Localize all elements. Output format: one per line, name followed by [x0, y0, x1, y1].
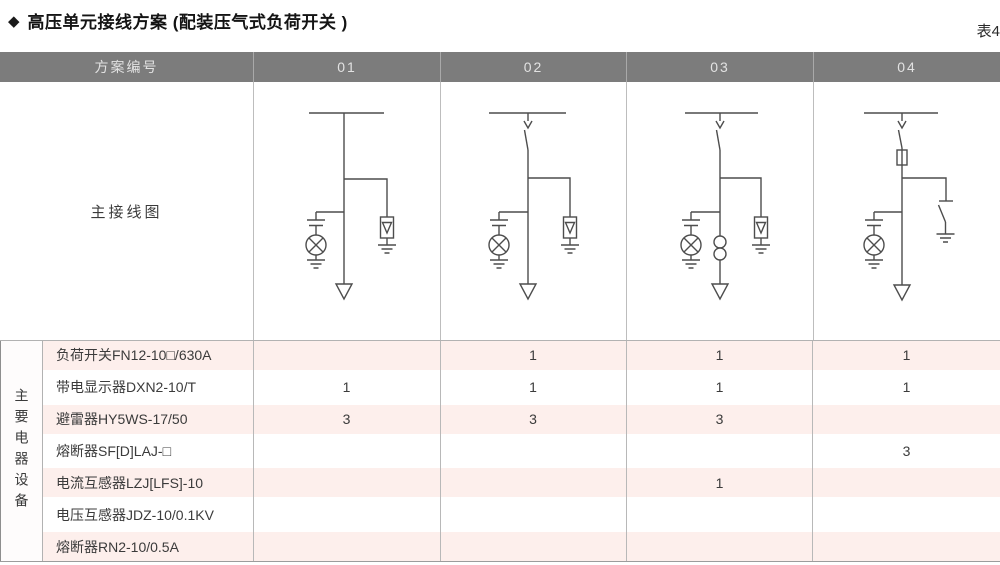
qty-scheme-04: 3	[902, 443, 911, 459]
qty-scheme-02	[440, 437, 626, 466]
equipment-name: 电流互感器LZJ[LFS]-10	[56, 474, 204, 491]
qty-scheme-02: 1	[529, 379, 537, 396]
table-row: 熔断器RN2-10/0.5A	[43, 532, 1000, 562]
main-wiring-diagram-row: 主接线图	[0, 82, 1000, 340]
surge-arrester-icon	[720, 177, 770, 254]
qty-scheme-02	[440, 468, 626, 497]
equipment-group-label: 主要电器设备	[13, 388, 30, 514]
header-scheme-03: 03	[626, 52, 813, 82]
load-switch-icon	[715, 113, 725, 151]
equipment-group-cell: 主要电器设备	[0, 341, 43, 561]
qty-scheme-01	[253, 468, 440, 497]
qty-scheme-03	[626, 500, 813, 529]
live-display-indicator-icon	[680, 211, 720, 269]
qty-scheme-03: 1	[715, 379, 724, 396]
surge-arrester-icon	[528, 177, 579, 254]
equipment-section: 主要电器设备 负荷开关FN12-10□/630A 1 1 1 带电显示器DXN2…	[0, 340, 1000, 562]
page-title: 高压单元接线方案 (配装压气式负荷开关 )	[27, 13, 348, 32]
equipment-name: 熔断器SF[D]LAJ-□	[56, 443, 172, 459]
cable-feeder-arrow	[892, 284, 912, 302]
diamond-bullet-icon: ◆	[8, 12, 20, 30]
qty-scheme-01	[253, 341, 440, 370]
equipment-name: 负荷开关FN12-10□/630A	[56, 347, 212, 364]
scheme-02-diagram-icon	[488, 112, 579, 301]
cable-feeder-arrow	[518, 283, 538, 301]
current-transformer-icon	[713, 235, 727, 261]
table-row: 避雷器HY5WS-17/50 3 3 3	[43, 404, 1000, 437]
qty-scheme-03: 1	[715, 347, 724, 364]
header-scheme-04: 04	[813, 52, 1000, 82]
table-row: 负荷开关FN12-10□/630A 1 1 1	[43, 341, 1000, 373]
page-title-bar: ◆ 高压单元接线方案 (配装压气式负荷开关 )	[8, 8, 348, 33]
qty-scheme-04	[813, 468, 1000, 497]
load-switch-icon	[897, 113, 907, 149]
header-scheme-02: 02	[440, 52, 626, 82]
qty-scheme-02	[440, 532, 626, 561]
load-switch-icon	[523, 113, 533, 151]
equipment-name: 避雷器HY5WS-17/50	[56, 411, 188, 428]
table-row: 带电显示器DXN2-10/T 1 1 1 1	[43, 372, 1000, 405]
qty-scheme-04: 1	[902, 347, 911, 364]
qty-scheme-03: 3	[715, 411, 724, 428]
earthing-switch-icon	[902, 177, 955, 243]
qty-scheme-04	[813, 405, 1000, 434]
header-scheme-label: 方案编号	[94, 59, 159, 75]
wiring-diagram-scheme-04	[813, 82, 1000, 340]
column-divider	[440, 341, 441, 561]
surge-arrester-icon	[344, 178, 396, 254]
column-divider	[253, 341, 254, 561]
qty-scheme-01	[253, 532, 440, 561]
table-row: 电流互感器LZJ[LFS]-10 1	[43, 468, 1000, 501]
qty-scheme-04: 1	[902, 379, 911, 396]
qty-scheme-02: 3	[529, 411, 537, 428]
wiring-diagram-scheme-03	[626, 82, 813, 340]
scheme-table: 方案编号 01 02 03 04 主接线图	[0, 52, 1000, 562]
equipment-rows: 负荷开关FN12-10□/630A 1 1 1 带电显示器DXN2-10/T 1…	[43, 341, 1000, 562]
cable-feeder-arrow	[334, 283, 354, 301]
wiring-diagram-scheme-01	[253, 82, 440, 340]
qty-scheme-01	[253, 500, 440, 529]
table-row: 熔断器SF[D]LAJ-□ 3	[43, 436, 1000, 469]
cable-feeder-arrow	[710, 283, 730, 301]
table-header-row: 方案编号 01 02 03 04	[0, 52, 1000, 82]
table-row: 电压互感器JDZ-10/0.1KV	[43, 500, 1000, 533]
live-display-indicator-icon	[863, 211, 902, 269]
header-scheme-01: 01	[253, 52, 440, 82]
qty-scheme-04	[813, 532, 1000, 561]
qty-scheme-02: 1	[529, 347, 537, 364]
qty-scheme-03: 1	[715, 474, 724, 491]
scheme-04-diagram-icon	[863, 112, 955, 302]
qty-scheme-01: 1	[342, 379, 351, 396]
qty-scheme-03	[626, 532, 813, 561]
qty-scheme-01	[253, 437, 440, 466]
qty-scheme-04	[813, 500, 1000, 529]
equipment-name: 电压互感器JDZ-10/0.1KV	[56, 506, 214, 523]
scheme-01-diagram-icon	[305, 112, 396, 301]
live-display-indicator-icon	[488, 211, 528, 269]
column-divider	[812, 341, 813, 561]
scheme-03-diagram-icon	[680, 112, 770, 301]
equipment-name: 熔断器RN2-10/0.5A	[56, 538, 179, 555]
wiring-diagram-scheme-02	[440, 82, 626, 340]
diagram-row-label: 主接线图	[90, 203, 163, 221]
column-divider	[626, 341, 627, 561]
equipment-name: 带电显示器DXN2-10/T	[56, 379, 197, 396]
table-number-tag: 表4	[976, 23, 1000, 40]
qty-scheme-01: 3	[342, 411, 351, 428]
fuse-icon	[896, 149, 908, 166]
diagram-row-label-cell: 主接线图	[0, 82, 253, 340]
live-display-indicator-icon	[305, 211, 344, 269]
qty-scheme-03	[626, 437, 813, 466]
qty-scheme-02	[440, 500, 626, 529]
